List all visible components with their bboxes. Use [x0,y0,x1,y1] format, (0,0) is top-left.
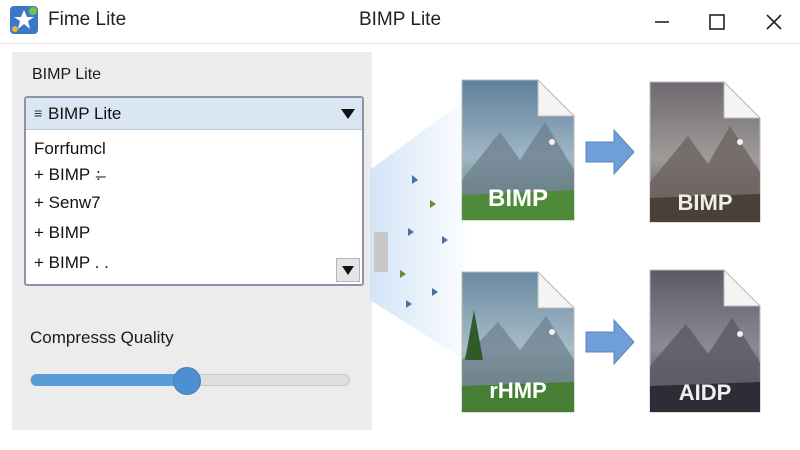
connector-block [374,232,388,272]
file-label: BIMP [678,190,733,215]
chevron-down-icon[interactable] [340,107,356,121]
quality-slider-fill [31,374,187,386]
title-bar[interactable]: Fime Lite BIMP Lite [0,0,800,44]
quality-slider-thumb[interactable] [173,367,201,395]
file-label: BIMP [488,185,548,212]
dropdown-item[interactable]: Forrfumcl [34,139,106,158]
arrow-right-icon [585,318,635,366]
minimize-icon [655,21,669,23]
particle [430,200,436,208]
dropdown-item[interactable]: + Senw7 [34,193,101,212]
beam-shape [370,100,465,360]
dropdown-item[interactable]: + BIMP [34,223,91,242]
section-label: BIMP Lite [32,66,102,83]
scroll-down-button[interactable] [336,258,360,282]
app-name: Fime Lite [48,9,127,30]
file-thumbnail: AIDP [649,268,762,413]
settings-panel: BIMP Lite ≡ BIMP Lite Forrfumcl + BIMP :… [12,52,372,430]
file-thumbnail: BIMP [649,80,762,223]
maximize-icon [709,14,725,30]
preset-dropdown[interactable]: ≡ BIMP Lite Forrfumcl + BIMP :̶ + Senw7 … [24,96,364,286]
scroll-down-icon [342,266,354,275]
particle [432,288,438,296]
conversion-preview: BIMP BIMP rHMP AIDP [370,78,762,413]
maximize-button[interactable] [695,6,739,38]
close-button[interactable] [752,6,796,38]
app-logo-icon [10,6,38,34]
close-icon [766,14,782,30]
particle [406,300,412,308]
file-label: rHMP [489,378,546,403]
dropdown-selected[interactable]: ≡ BIMP Lite [26,98,362,130]
quality-label: Compresss Quality [30,328,174,347]
arrow-right-icon [585,128,635,176]
particle [412,175,418,184]
minimize-button[interactable] [640,6,684,38]
dropdown-selected-label: BIMP Lite [48,104,122,123]
list-icon: ≡ [34,105,43,121]
dropdown-item[interactable]: + BIMP . . [34,253,109,272]
file-thumbnail: BIMP [461,78,576,221]
particle [442,236,448,244]
file-label: AIDP [679,380,732,405]
particle [408,228,414,236]
quality-slider[interactable] [30,367,350,395]
particle [400,270,406,278]
dropdown-item[interactable]: + BIMP :̶ [34,165,101,184]
file-thumbnail: rHMP [461,270,576,413]
